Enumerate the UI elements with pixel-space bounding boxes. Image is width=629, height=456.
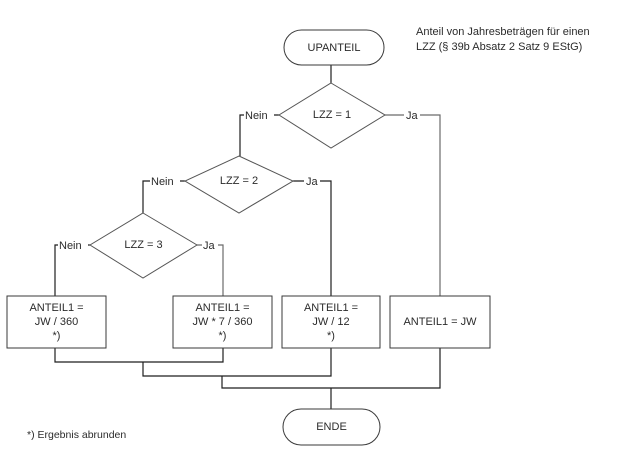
connector-d3-ja [197,244,224,296]
process-2-text: ANTEIL1 = JW * 7 / 360 *) [173,296,272,348]
d2-ja-label: Ja [306,176,319,188]
connector-d1-ja [385,114,441,296]
decision-2-label: LZZ = 2 [219,175,259,187]
end-terminator [282,408,381,446]
d1-nein-label: Nein [245,110,268,122]
branch-labels: Nein Ja Nein Ja Nein Ja [58,109,420,252]
decision-lzz-2 [183,155,295,214]
d3-nein-label: Nein [59,240,82,252]
process-box-3 [281,295,381,349]
d3-ja-label: Ja [203,240,216,252]
process-1-line-1: ANTEIL1 = [29,302,84,314]
process-3-line-3: *) [327,330,335,342]
start-terminator [283,29,385,66]
decision-1-label: LZZ = 1 [312,109,352,121]
connector-d3-nein [54,244,90,296]
connector-merge-1-2 [54,348,224,363]
decision-3-label: LZZ = 3 [124,239,163,251]
start-label: UPANTEIL [307,41,361,54]
title-note: Anteil von Jahresbeträgen für einen LZZ … [416,25,590,55]
process-2-line-1: ANTEIL1 = [195,302,250,314]
end-label: ENDE [316,421,347,433]
connector-d2-ja [293,180,332,296]
process-box-1 [6,295,107,349]
process-1-text: ANTEIL1 = JW / 360 *) [7,296,106,348]
decision-lzz-1 [278,82,386,149]
process-1-line-2: JW / 360 [34,316,79,328]
process-3-text: ANTEIL1 = JW / 12 *) [282,296,380,348]
process-3-line-2: JW / 12 [312,316,350,328]
process-box-4 [389,295,491,349]
process-3-line-1: ANTEIL1 = [303,302,359,314]
process-box-2 [172,295,273,349]
process-2-line-3: *) [218,330,227,342]
title-note-line-2: LZZ (§ 39b Absatz 2 Satz 9 EStG) [416,41,583,53]
decision-lzz-3 [89,212,198,279]
footnote: *) Ergebnis abrunden [27,429,127,441]
d1-ja-label: Ja [406,110,419,122]
process-1-line-3: *) [52,330,61,342]
process-4-line-1: ANTEIL1 = JW [403,316,477,328]
d2-nein-label: Nein [151,176,174,188]
process-4-text: ANTEIL1 = JW [390,296,490,348]
connector-merge-12-3 [142,348,332,377]
title-note-line-1: Anteil von Jahresbeträgen für einen [416,26,590,38]
process-2-line-2: JW * 7 / 360 [192,316,253,328]
